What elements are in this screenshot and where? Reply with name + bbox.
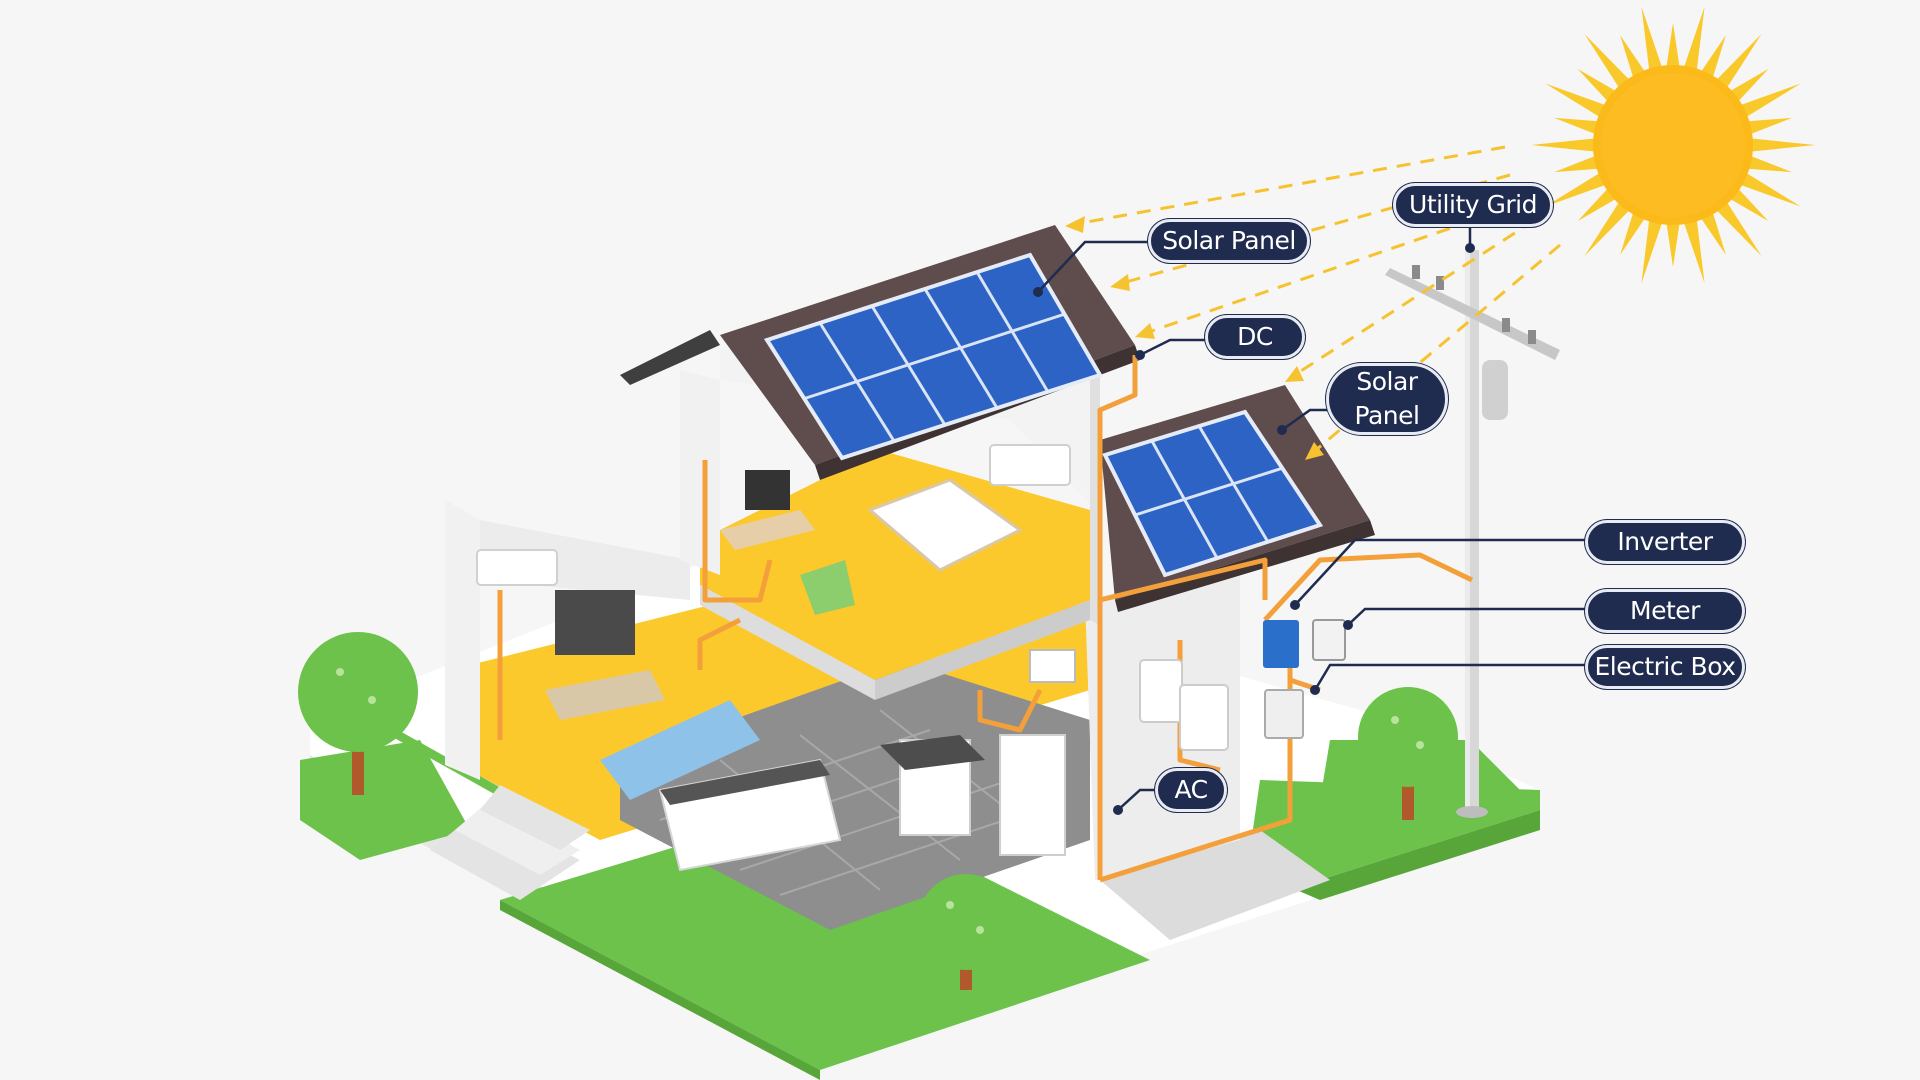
sun-ray <box>1554 118 1599 134</box>
label-ac: AC <box>1155 768 1227 812</box>
sun-ray <box>1684 7 1705 71</box>
label-solar-panel-main: Solar Panel <box>1148 219 1310 263</box>
sun-ray <box>1701 35 1726 78</box>
sun-ray <box>1747 118 1792 134</box>
sun-ray <box>1620 35 1645 78</box>
sun-ray <box>1531 138 1595 151</box>
sun-ray <box>1701 212 1726 255</box>
sun-ray <box>1751 138 1815 151</box>
label-electric-box: Electric Box <box>1585 645 1745 689</box>
inverter-device <box>1263 620 1299 668</box>
label-meter: Meter <box>1585 589 1745 633</box>
sun-ray <box>1641 219 1662 283</box>
sun-ray <box>1684 219 1705 283</box>
label-inverter: Inverter <box>1585 520 1745 564</box>
sun-icon <box>1531 7 1815 284</box>
label-solar-panel-secondary: Solar Panel <box>1326 363 1448 435</box>
label-dc: DC <box>1205 315 1305 359</box>
sun-ray <box>1666 223 1679 267</box>
sun-ray <box>1641 7 1662 71</box>
sun-ray <box>1620 212 1645 255</box>
sun-ray <box>1554 156 1599 172</box>
meter-device <box>1313 620 1345 660</box>
label-utility-grid: Utility Grid <box>1393 183 1553 227</box>
electric-box-device <box>1265 690 1303 738</box>
sun-ray <box>1666 23 1679 67</box>
sun-ray <box>1747 156 1792 172</box>
